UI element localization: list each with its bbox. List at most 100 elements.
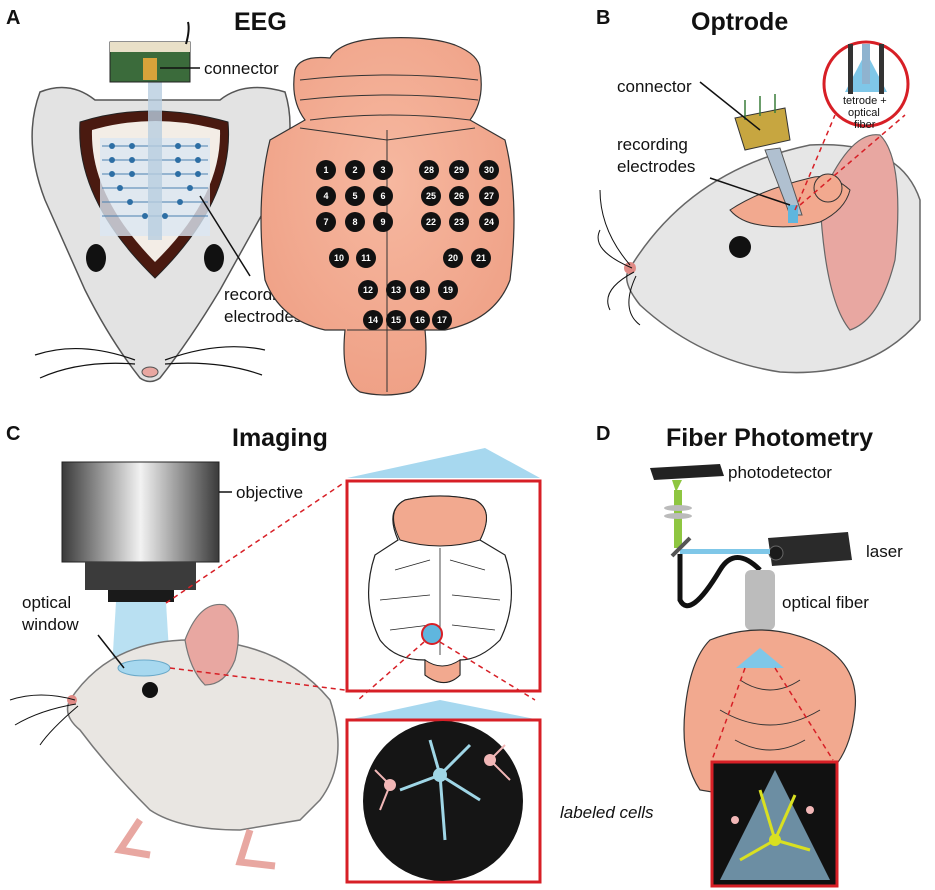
eeg-electrode-dot xyxy=(363,310,383,330)
eeg-electrode-dot xyxy=(410,280,430,300)
eeg-electrode-dot xyxy=(316,212,336,232)
optrode-connector-label: connector xyxy=(617,77,692,96)
inset-label-1: tetrode + xyxy=(843,95,887,107)
eeg-electrode-dot xyxy=(479,160,499,180)
optrode-inset: tetrode + optical fiber xyxy=(822,40,910,131)
eeg-electrode-number: 26 xyxy=(454,191,464,201)
imaging-brain xyxy=(368,495,512,684)
eeg-electrode-number: 18 xyxy=(415,285,425,295)
eeg-electrode-number: 30 xyxy=(484,165,494,175)
fiber-label: optical fiber xyxy=(782,593,869,612)
laser xyxy=(670,532,852,566)
eeg-electrode-dot xyxy=(471,248,491,268)
eeg-electrode-dot xyxy=(421,186,441,206)
eeg-electrode-dot xyxy=(373,160,393,180)
eeg-electrode-number: 2 xyxy=(352,165,357,175)
panel-b-letter: B xyxy=(596,7,610,29)
eeg-electrode-number: 5 xyxy=(352,191,357,201)
eeg-electrode-number: 7 xyxy=(323,217,328,227)
eeg-electrode-dot xyxy=(419,160,439,180)
panel-d-letter: D xyxy=(596,423,610,445)
eeg-electrode-dot xyxy=(421,212,441,232)
panel-a-title: EEG xyxy=(234,8,287,36)
panel-b-title: Optrode xyxy=(691,8,788,36)
eeg-electrode-number: 3 xyxy=(380,165,385,175)
eeg-electrode-number: 17 xyxy=(437,315,447,325)
eeg-electrode-dot xyxy=(449,160,469,180)
eeg-electrode-number: 12 xyxy=(363,285,373,295)
mouse-eye-right xyxy=(204,244,224,272)
eeg-electrode-dot xyxy=(410,310,430,330)
eeg-electrode-dot xyxy=(373,212,393,232)
eeg-electrode-number: 15 xyxy=(391,315,401,325)
window-label-1: optical xyxy=(22,593,71,612)
microscope-objective xyxy=(61,461,220,668)
eeg-electrode-dot xyxy=(449,186,469,206)
eeg-electrode-number: 6 xyxy=(380,191,385,201)
panel-a: A EEG xyxy=(6,7,515,396)
imaging-cells xyxy=(363,721,523,881)
eeg-electrode-dot xyxy=(479,212,499,232)
eeg-electrode-dot xyxy=(316,160,336,180)
optrode-recording-label-2: electrodes xyxy=(617,157,695,176)
eeg-electrode-dot xyxy=(356,248,376,268)
eeg-electrode-number: 8 xyxy=(352,217,357,227)
eeg-electrode-dot xyxy=(345,212,365,232)
optrode-recording-label-1: recording xyxy=(617,135,688,154)
eeg-electrode-number: 23 xyxy=(454,217,464,227)
inset-label-2: optical xyxy=(848,107,880,119)
panel-b: B Optrode connector recording electrodes xyxy=(596,7,921,374)
panel-d: D Fiber Photometry photodetector laser o… xyxy=(596,423,903,888)
eeg-electrode-number: 1 xyxy=(323,165,328,175)
panel-c-title: Imaging xyxy=(232,424,328,452)
eeg-electrode-dot xyxy=(345,186,365,206)
inset-label-3: fiber xyxy=(854,119,876,131)
eeg-electrode-array xyxy=(100,80,210,240)
eeg-electrode-number: 29 xyxy=(454,165,464,175)
eeg-electrode-number: 24 xyxy=(484,217,494,227)
eeg-electrode-number: 4 xyxy=(323,191,328,201)
mouse-eye-b xyxy=(729,236,751,258)
optrode-connector xyxy=(734,94,803,223)
eeg-electrode-number: 13 xyxy=(391,285,401,295)
eeg-electrode-dot xyxy=(449,212,469,232)
eeg-electrode-dot xyxy=(386,310,406,330)
mouse-eye-left xyxy=(86,244,106,272)
eeg-recording-label-2: electrodes xyxy=(224,307,302,326)
laser-label: laser xyxy=(866,542,903,561)
photodetector-label: photodetector xyxy=(728,463,832,482)
eeg-electrode-number: 21 xyxy=(476,253,486,263)
panel-c: C Imaging objective optical window xyxy=(6,423,654,884)
eeg-electrode-number: 28 xyxy=(424,165,434,175)
mouse-side-view-c xyxy=(9,603,339,870)
eeg-electrode-dot xyxy=(438,280,458,300)
eeg-electrode-number: 19 xyxy=(443,285,453,295)
eeg-electrode-number: 14 xyxy=(368,315,378,325)
eeg-electrode-number: 10 xyxy=(334,253,344,263)
panel-c-letter: C xyxy=(6,423,20,445)
eeg-electrode-dot xyxy=(358,280,378,300)
eeg-electrode-number: 16 xyxy=(415,315,425,325)
objective-label: objective xyxy=(236,483,303,502)
eeg-connector xyxy=(109,21,191,83)
photodetector xyxy=(650,464,724,548)
eeg-electrode-number: 27 xyxy=(484,191,494,201)
eeg-electrode-dot xyxy=(373,186,393,206)
eeg-electrode-number: 11 xyxy=(361,253,371,263)
eeg-electrode-dot xyxy=(329,248,349,268)
panel-d-title: Fiber Photometry xyxy=(666,424,873,452)
eeg-electrode-dot xyxy=(432,310,452,330)
labeled-cells-label: labeled cells xyxy=(560,803,654,822)
eeg-electrode-dot xyxy=(386,280,406,300)
eeg-electrode-dot xyxy=(345,160,365,180)
eeg-electrode-dot xyxy=(443,248,463,268)
eeg-electrode-number: 9 xyxy=(380,217,385,227)
eeg-electrode-number: 25 xyxy=(426,191,436,201)
panel-a-letter: A xyxy=(6,7,20,29)
eeg-connector-label: connector xyxy=(204,59,279,78)
mouse-eye-c xyxy=(142,682,158,698)
eeg-electrode-number: 20 xyxy=(448,253,458,263)
eeg-electrode-dot xyxy=(479,186,499,206)
